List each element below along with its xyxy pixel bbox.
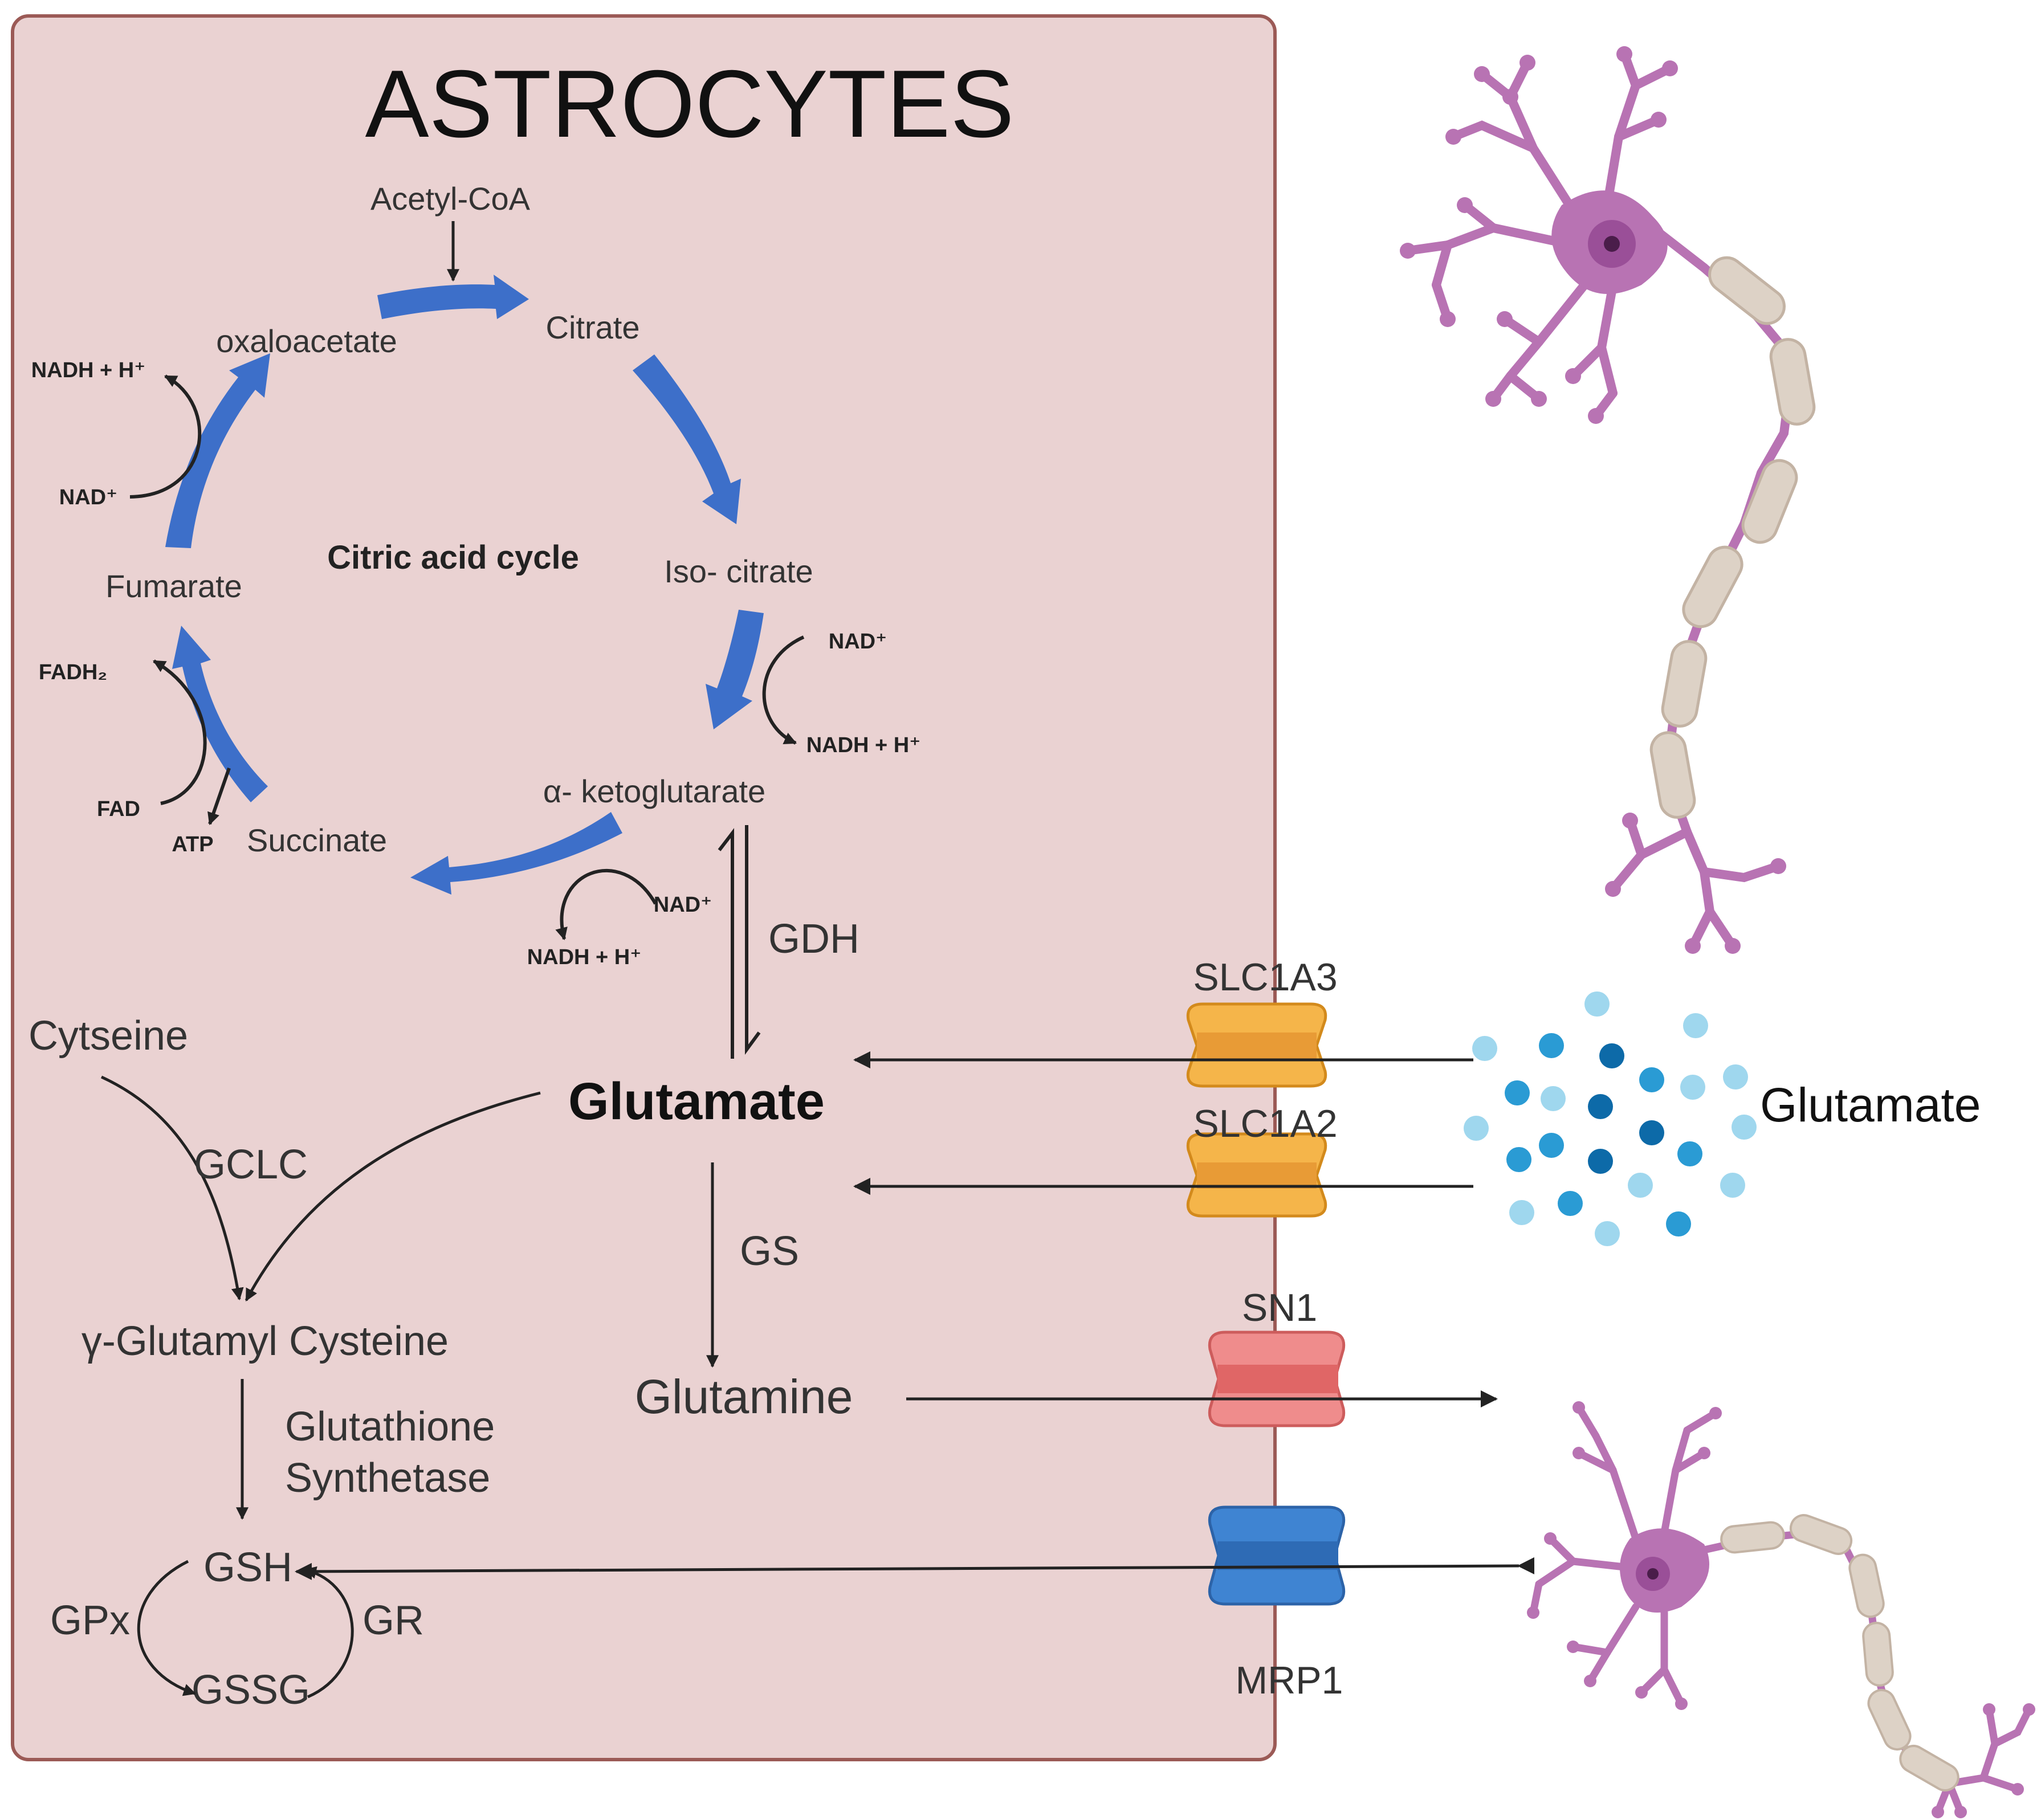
atp-arrow xyxy=(207,768,231,826)
gs-label: GS xyxy=(740,1229,799,1274)
fad-label: FAD xyxy=(97,797,140,821)
glutathione-synthetase-line1: Glutathione xyxy=(285,1404,495,1450)
citric-acid-cycle-label: Citric acid cycle xyxy=(327,539,579,576)
cycle-arrow-oxaloacetate-to-citrate xyxy=(377,275,529,319)
nadh-label-1: NADH + H⁺ xyxy=(31,358,146,382)
nadh-label-3: NADH + H⁺ xyxy=(527,945,642,969)
mrp1-transporter xyxy=(1208,1505,1346,1606)
gclc-label: GCLC xyxy=(194,1142,308,1188)
cysteine-label: Cytseine xyxy=(28,1013,188,1059)
nad-to-nadh-curve-2 xyxy=(762,635,805,745)
nad-label-3: NAD⁺ xyxy=(654,893,712,917)
glutamate-extracellular-label: Glutamate xyxy=(1760,1078,1981,1132)
fumarate-label: Fumarate xyxy=(105,568,242,604)
gamma-glutamyl-cysteine-label: γ-Glutamyl Cysteine xyxy=(82,1319,449,1364)
glutamate-intracellular-label: Glutamate xyxy=(568,1072,825,1131)
cofactors-alphakg: NAD⁺ NADH + H⁺ xyxy=(527,869,712,969)
slc1a3-transporter xyxy=(1186,1002,1327,1088)
gdh-reversible-arrows xyxy=(718,825,761,1059)
cycle-arrow-isocitrate-to-alphakg xyxy=(706,610,764,729)
citric-acid-cycle-arrows xyxy=(165,275,764,895)
gsh-export-arrow xyxy=(295,1557,1535,1580)
cysteine-to-ggc-arrow xyxy=(100,1075,244,1301)
nad-to-nadh-curve-1 xyxy=(129,374,202,499)
glutathione-synthetase-line2: Synthetase xyxy=(285,1455,490,1501)
gpx-arrow xyxy=(137,1560,197,1696)
gssg-label: GSSG xyxy=(192,1667,310,1713)
cycle-arrow-citrate-to-isocitrate xyxy=(633,354,741,524)
glutamine-label: Glutamine xyxy=(635,1370,853,1423)
cofactors-oxaloacetate: NADH + H⁺ NAD⁺ xyxy=(31,358,202,509)
cycle-arrow-fumarate-to-oxaloacetate xyxy=(165,353,270,548)
citrate-label: Citrate xyxy=(546,309,640,345)
fad-to-fadh2-curve xyxy=(153,659,207,805)
cofactors-succinate: FADH₂ FAD ATP xyxy=(39,659,231,856)
cycle-arrow-alphakg-to-succinate xyxy=(410,812,622,895)
gr-label: GR xyxy=(362,1598,424,1643)
sn1-label: SN1 xyxy=(1242,1286,1317,1329)
glutamate-to-ggc-arrow xyxy=(245,1091,541,1301)
gsh-label: GSH xyxy=(203,1545,292,1590)
neuron-icon-small xyxy=(1527,1401,2035,1818)
atp-label: ATP xyxy=(172,833,213,856)
slc1a2-label: SLC1A2 xyxy=(1193,1102,1337,1145)
cycle-arrow-succinate-to-fumarate xyxy=(172,626,268,802)
oxaloacetate-label: oxaloacetate xyxy=(216,323,397,359)
nad-label-2: NAD⁺ xyxy=(829,630,887,654)
gpx-label: GPx xyxy=(50,1598,130,1643)
isocitrate-label: Iso- citrate xyxy=(664,553,813,589)
alpha-ketoglutarate-label: α- ketoglutarate xyxy=(543,773,765,809)
slc1a3-label: SLC1A3 xyxy=(1193,956,1337,999)
nadh-label-2: NADH + H⁺ xyxy=(806,733,921,757)
gdh-label: GDH xyxy=(768,916,859,962)
fadh2-label: FADH₂ xyxy=(39,660,107,684)
extracellular-glutamate-dots xyxy=(1464,991,1757,1246)
succinate-label: Succinate xyxy=(247,822,387,858)
nad-to-nadh-curve-3 xyxy=(555,869,657,941)
mrp1-label: MRP1 xyxy=(1236,1659,1343,1702)
astrocytes-title: ASTROCYTES xyxy=(365,50,1015,157)
acetyl-coa-label: Acetyl-CoA xyxy=(370,181,531,217)
sn1-transporter xyxy=(1208,1331,1346,1427)
nad-label-1: NAD⁺ xyxy=(59,485,117,509)
neuron-icon xyxy=(1400,46,1816,954)
slc1a2-transporter xyxy=(1186,1132,1327,1218)
cofactors-isocitrate: NAD⁺ NADH + H⁺ xyxy=(762,630,921,757)
